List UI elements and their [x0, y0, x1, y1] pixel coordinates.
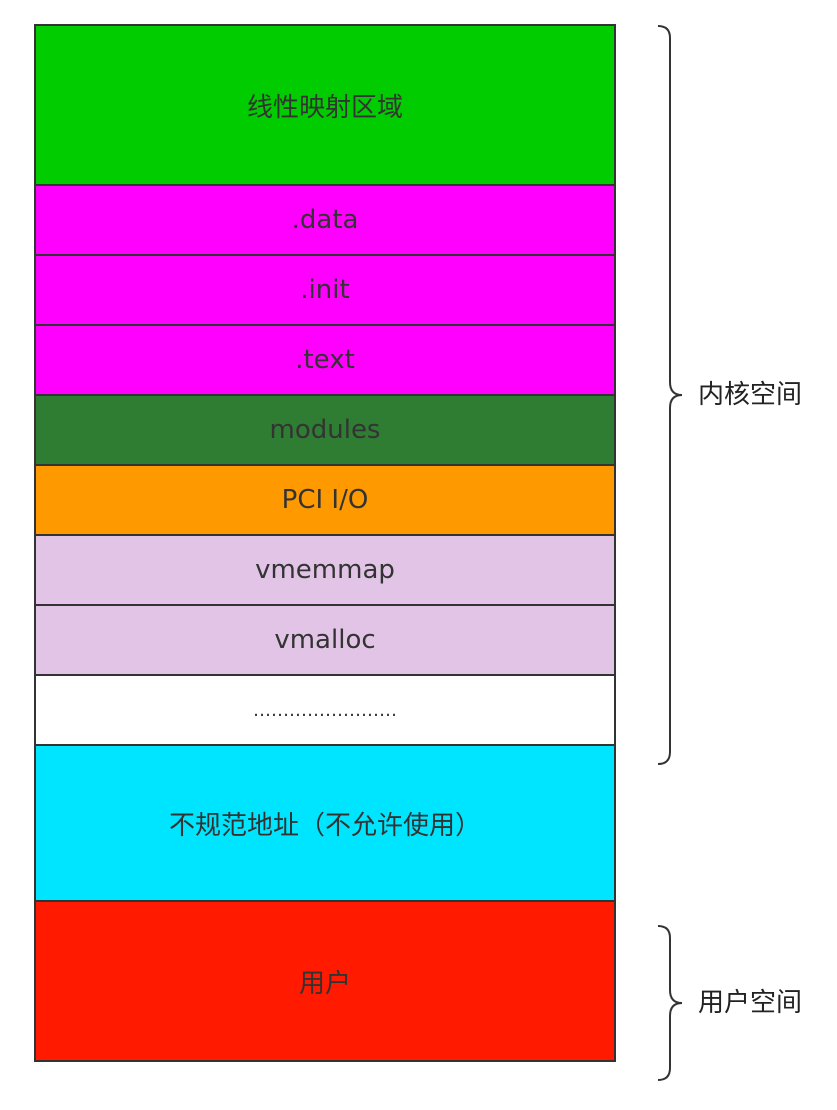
region-vmalloc: vmalloc: [34, 604, 616, 676]
region-label-vmalloc: vmalloc: [274, 625, 376, 655]
region-text: .text: [34, 324, 616, 396]
region-linear-map: 线性映射区域: [34, 24, 616, 186]
region-init: .init: [34, 254, 616, 326]
region-label-modules: modules: [269, 415, 381, 445]
region-label-ellipsis: ……………………: [253, 699, 397, 721]
user-space-brace: [657, 925, 683, 1081]
region-pci-io: PCI I/O: [34, 464, 616, 536]
region-label-non-canonical: 不规范地址（不允许使用）: [168, 810, 481, 841]
region-label-pci-io: PCI I/O: [281, 485, 369, 515]
region-data: .data: [34, 184, 616, 256]
region-label-init: .init: [300, 275, 350, 305]
region-vmemmap: vmemmap: [34, 534, 616, 606]
region-label-data: .data: [291, 205, 359, 235]
region-ellipsis: ……………………: [34, 674, 616, 746]
region-user: 用户: [34, 900, 616, 1062]
region-modules: modules: [34, 394, 616, 466]
region-non-canonical: 不规范地址（不允许使用）: [34, 744, 616, 902]
region-label-linear-map: 线性映射区域: [246, 92, 403, 123]
region-label-text: .text: [295, 345, 355, 375]
region-label-vmemmap: vmemmap: [255, 555, 395, 585]
kernel-space-brace: [657, 25, 683, 765]
region-label-user: 用户: [298, 968, 351, 999]
kernel-space-label: 内核空间: [698, 380, 803, 410]
user-space-label: 用户空间: [698, 988, 803, 1018]
